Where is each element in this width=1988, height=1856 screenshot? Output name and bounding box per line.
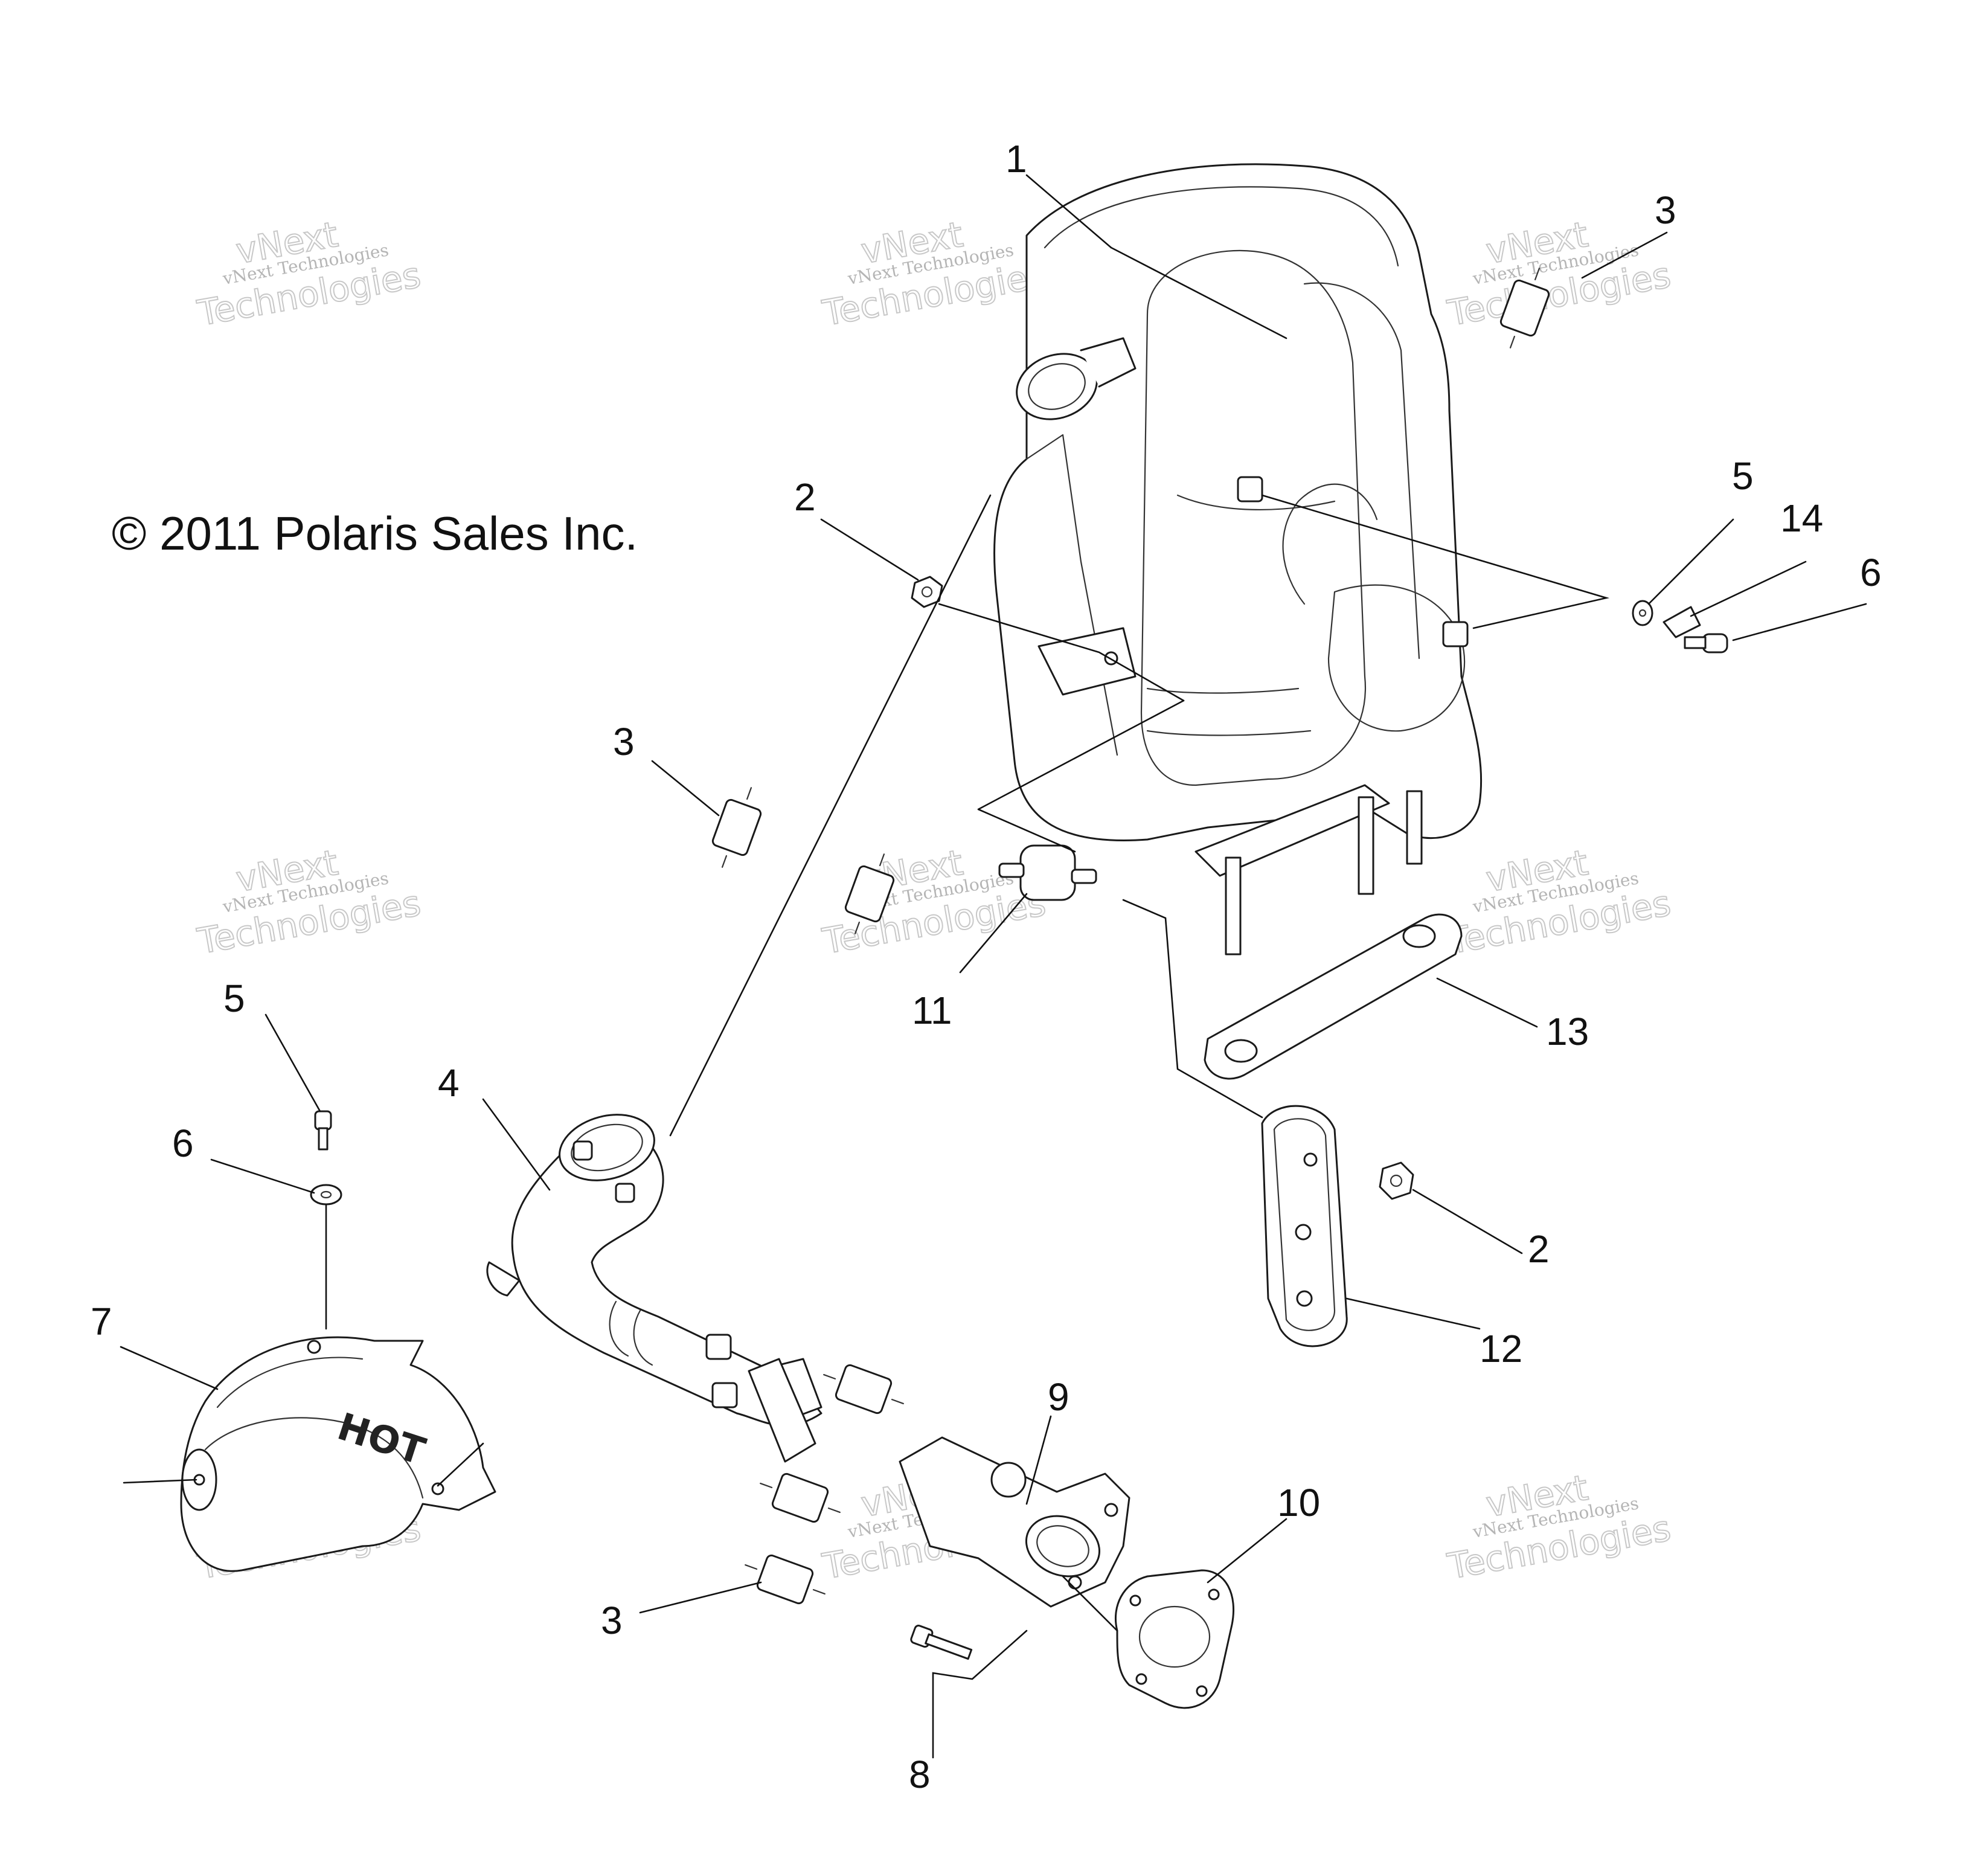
spring [711,787,762,868]
bolt [1684,633,1728,653]
watermark: vNext vNext Technologies Technologies [819,841,1050,963]
spring [760,1472,841,1523]
callout-8: 8 [909,1753,931,1796]
nut [911,576,943,608]
watermark: vNext vNext Technologies Technologies [194,213,425,335]
clip [1663,606,1701,638]
copyright-notice: © 2011 Polaris Sales Inc. [112,507,638,560]
head-pipe [486,1114,822,1463]
watermark: vNext vNext Technologies Technologies [194,841,425,963]
spring [745,1554,826,1605]
flange-gasket [1114,1569,1235,1709]
bracket-plate [1204,913,1463,1080]
callout-3b: 3 [613,720,635,763]
callout-4: 4 [438,1061,460,1105]
callout-3: 3 [1655,188,1676,232]
callout-10: 10 [1277,1481,1320,1524]
washer [310,1184,342,1206]
nut [1379,1161,1414,1200]
callout-11: 11 [912,989,952,1032]
callouts: 1 3 2 5 14 6 3 11 13 5 6 4 2 12 7 9 10 3… [91,137,1882,1796]
washer [1632,600,1653,626]
spring [1499,268,1550,348]
gasket-plate [1261,1105,1348,1347]
spring [823,1364,904,1414]
callout-9: 9 [1048,1375,1069,1419]
callout-5: 5 [1732,454,1754,498]
callout-13: 13 [1546,1010,1589,1053]
callout-2: 2 [794,475,816,519]
callout-7: 7 [91,1300,112,1343]
leader-lines [120,174,1867,1759]
callout-12: 12 [1480,1327,1522,1370]
muffler [993,163,1483,955]
watermark: vNext vNext Technologies Technologies [1444,1466,1675,1588]
bolt [910,1625,973,1660]
rubber-mount [998,844,1097,901]
callout-1: 1 [1005,137,1027,181]
callout-6: 6 [1860,551,1882,594]
callout-2b: 2 [1528,1227,1550,1271]
spring [844,853,895,934]
heat-shield: HOT [180,1336,496,1572]
callout-6b: 6 [172,1122,194,1165]
watermark: vNext vNext Technologies Technologies [1444,841,1675,963]
callout-3c: 3 [601,1599,623,1642]
callout-5b: 5 [223,977,245,1020]
watermark: vNext vNext Technologies Technologies [819,213,1050,335]
callout-14: 14 [1780,496,1823,540]
bolt [314,1110,332,1151]
exhaust-flange [899,1436,1130,1608]
watermark: vNext vNext Technologies Technologies [1444,213,1675,335]
